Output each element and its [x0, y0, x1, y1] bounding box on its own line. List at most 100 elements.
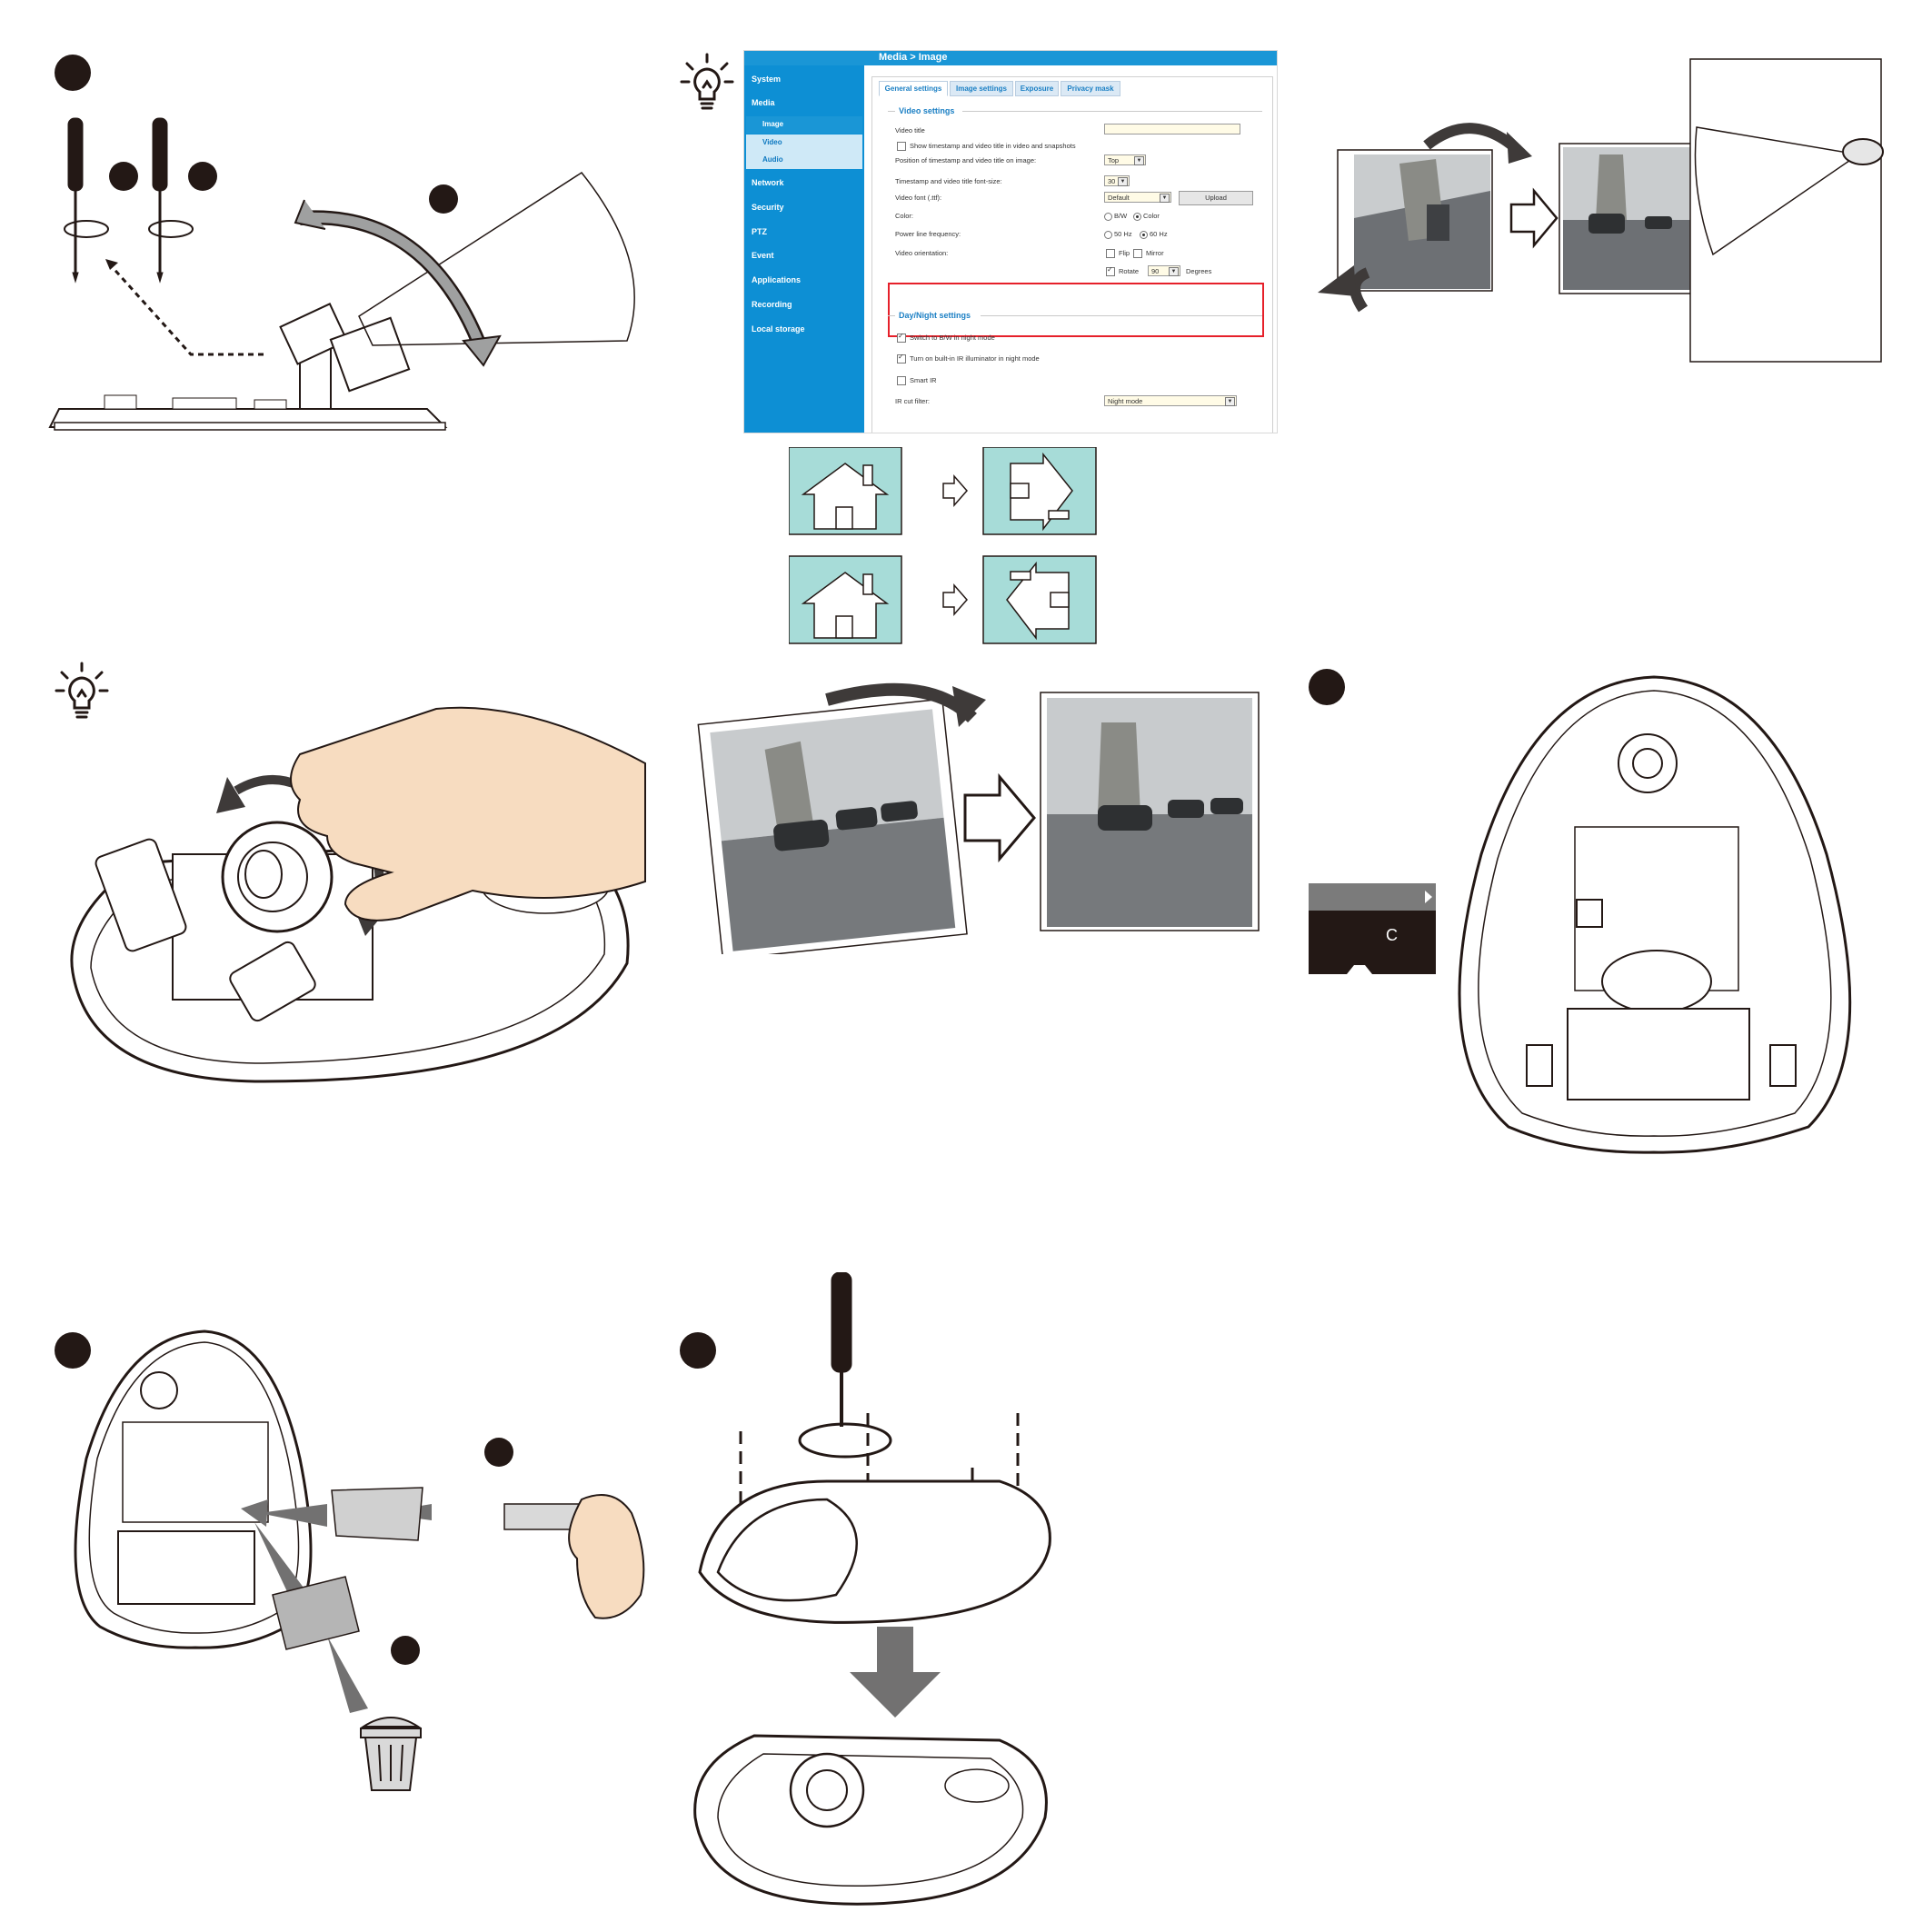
color-bw-radio[interactable] — [1104, 213, 1112, 221]
settings-panel — [871, 76, 1273, 433]
power-50hz-label: 50 Hz — [1114, 230, 1132, 238]
tab-general-settings[interactable]: General settings — [879, 81, 948, 96]
hand-rotate-lens-illustration — [70, 706, 646, 1083]
sidebar-item-event[interactable]: Event — [752, 251, 774, 260]
ir-illuminator-checkbox[interactable] — [897, 353, 906, 363]
power-60hz-label: 60 Hz — [1150, 230, 1168, 238]
microsd-insert-illustration: C — [1309, 675, 1852, 1154]
header-bar — [744, 51, 1277, 65]
step-dot-5 — [680, 1332, 716, 1369]
step-dot-4a — [484, 1438, 513, 1467]
degrees-label: Degrees — [1186, 267, 1212, 275]
ir-illuminator-label: Turn on built-in IR illuminator in night… — [910, 354, 1040, 363]
breadcrumb: Media > Image — [879, 52, 948, 63]
bw-night-checkbox[interactable] — [897, 332, 906, 343]
step-dot-4 — [55, 1332, 91, 1369]
video-title-input[interactable] — [1104, 124, 1240, 134]
house-icon — [789, 555, 902, 644]
show-timestamp-label: Show timestamp and video title in video … — [910, 142, 1076, 150]
street-photo-rotated — [1337, 149, 1493, 292]
video-title-label: Video title — [895, 126, 925, 134]
rotate-degrees-select[interactable]: 90▼ — [1148, 265, 1180, 276]
position-select[interactable]: Top▼ — [1104, 154, 1146, 165]
rotate-arrow-icon — [798, 1422, 892, 1459]
power-60hz-radio[interactable] — [1140, 231, 1148, 239]
hand-icon — [290, 706, 646, 921]
sidebar-subitem-video[interactable]: Video — [746, 134, 862, 152]
rotate-checkbox[interactable] — [1106, 265, 1115, 276]
lens-adjust-illustration — [48, 117, 635, 431]
color-bw-label: B/W — [1114, 212, 1128, 220]
mirror-checkbox[interactable] — [1133, 249, 1142, 258]
video-orientation-label: Video orientation: — [895, 249, 949, 257]
tab-exposure[interactable]: Exposure — [1015, 81, 1059, 96]
arrow-right-icon — [942, 474, 968, 507]
sidebar-item-security[interactable]: Security — [752, 203, 784, 212]
color-color-radio[interactable] — [1133, 213, 1141, 221]
sidebar-item-media[interactable]: Media — [752, 98, 775, 107]
sidebar-item-applications[interactable]: Applications — [752, 275, 802, 284]
sidebar-item-recording[interactable]: Recording — [752, 300, 792, 309]
step-dot-1c — [429, 184, 458, 214]
show-timestamp-checkbox[interactable] — [897, 142, 906, 151]
screwdriver-icon — [67, 117, 84, 284]
position-label: Position of timestamp and video title on… — [895, 156, 1037, 164]
power-line-label: Power line frequency: — [895, 230, 961, 238]
day-night-heading: Day/Night settings — [899, 311, 971, 320]
smart-ir-checkbox[interactable] — [897, 376, 906, 385]
rotated-view-illustration — [1318, 58, 1884, 363]
step-dot-4b — [391, 1636, 420, 1665]
font-size-select[interactable]: 30▼ — [1104, 175, 1130, 186]
house-icon — [982, 555, 1097, 644]
screwdriver-icon — [831, 1272, 852, 1427]
sidebar-subitem-image[interactable]: Image — [746, 116, 862, 134]
lightbulb-icon — [55, 662, 109, 719]
flip-label: Flip — [1119, 249, 1130, 257]
video-font-select[interactable]: Default▼ — [1104, 192, 1171, 203]
step-dot-1a — [109, 162, 138, 191]
lightbulb-icon — [680, 53, 734, 110]
sidebar-item-ptz[interactable]: PTZ — [752, 227, 767, 236]
font-size-label: Timestamp and video title font-size: — [895, 177, 1002, 185]
step-dot-3 — [1309, 669, 1345, 705]
photo-rotate-illustration — [697, 682, 1260, 954]
ir-cut-select[interactable]: Night mode▼ — [1104, 395, 1237, 406]
tab-image-settings[interactable]: Image settings — [950, 81, 1013, 96]
sidebar-item-network[interactable]: Network — [752, 178, 784, 187]
house-icon — [982, 447, 1097, 535]
rotate-arrow-icon — [64, 220, 194, 238]
attach-cover-illustration — [693, 1272, 1051, 1906]
color-color-label: Color — [1143, 212, 1160, 220]
arrow-right-icon — [942, 583, 968, 616]
street-photo-corrected — [1559, 143, 1697, 294]
house-icon — [789, 447, 902, 535]
power-50hz-radio[interactable] — [1104, 231, 1112, 239]
video-orientation-highlight — [888, 283, 1264, 337]
smart-ir-label: Smart IR — [910, 376, 937, 384]
ir-cut-label: IR cut filter: — [895, 397, 930, 405]
rotate-label: Rotate — [1119, 267, 1140, 275]
desiccant-replace-illustration — [74, 1329, 645, 1791]
microsd-card-icon: C — [1309, 883, 1436, 974]
orientation-examples — [789, 447, 1097, 644]
step-dot-1 — [55, 55, 91, 91]
tab-privacy-mask[interactable]: Privacy mask — [1061, 81, 1120, 96]
image-settings-screenshot: Media > Image System Media Image Video A… — [743, 50, 1278, 433]
bw-night-label: Switch to B/W in night mode — [910, 334, 995, 342]
sidebar-item-system[interactable]: System — [752, 75, 782, 84]
sidebar-item-local-storage[interactable]: Local storage — [752, 324, 805, 334]
camera-icon — [1842, 138, 1884, 165]
color-label: Color: — [895, 212, 914, 220]
screwdriver-icon — [152, 117, 168, 284]
video-settings-heading: Video settings — [899, 106, 955, 115]
trash-bin-icon — [360, 1717, 422, 1791]
flip-checkbox[interactable] — [1106, 249, 1115, 258]
upload-button[interactable]: Upload — [1179, 191, 1253, 205]
step-dot-1b — [188, 162, 217, 191]
sidebar-subitem-audio[interactable]: Audio — [746, 152, 862, 169]
hand-icon — [568, 1494, 645, 1619]
mirror-label: Mirror — [1146, 249, 1164, 257]
svg-text:C: C — [1386, 926, 1398, 944]
video-font-label: Video font (.ttf): — [895, 194, 942, 202]
